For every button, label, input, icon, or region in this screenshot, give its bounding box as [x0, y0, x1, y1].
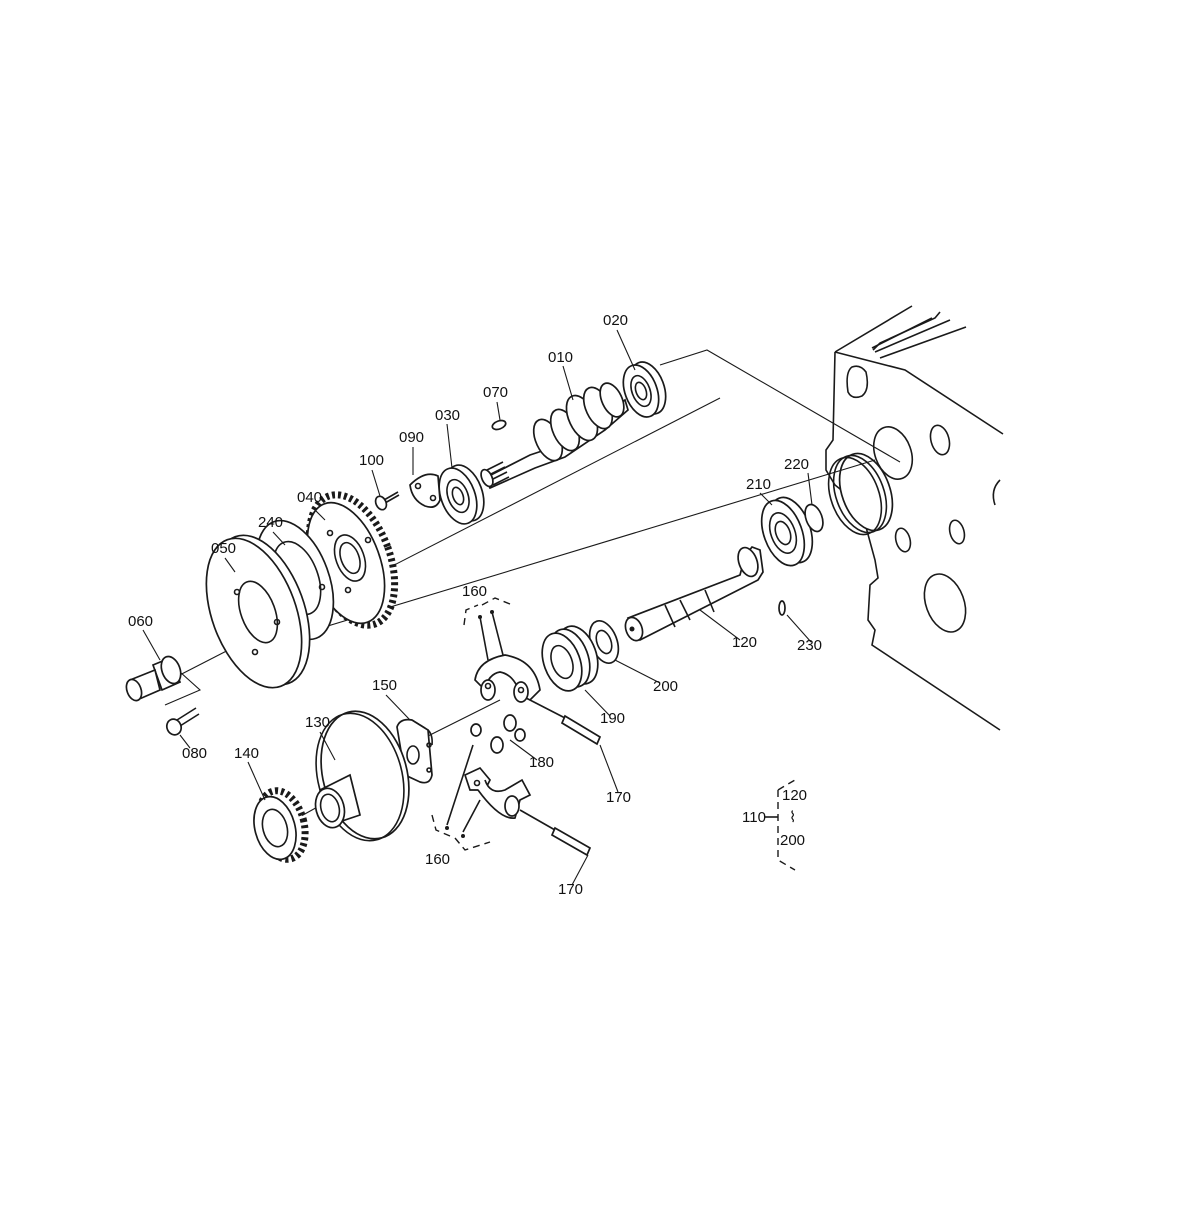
small-gear-140	[253, 787, 309, 863]
label-160-upper: 160	[462, 583, 487, 600]
camshaft-010	[480, 382, 629, 490]
label-170-lower: 170	[558, 881, 583, 898]
label-190: 190	[600, 710, 625, 727]
label-170-upper: 170	[606, 789, 631, 806]
engine-housing	[825, 305, 1004, 731]
label-110: 110	[742, 809, 766, 826]
housing-130	[314, 710, 410, 842]
bearing-030	[438, 464, 485, 525]
bolt-080	[165, 707, 200, 736]
shaft-120	[624, 545, 764, 642]
label-240: 240	[258, 514, 283, 531]
label-130: 130	[305, 714, 330, 731]
rollers-180	[470, 714, 526, 754]
governor-weight-lower	[445, 610, 532, 838]
label-060: 060	[128, 613, 153, 630]
label-110-start: 120	[782, 787, 807, 804]
snap-ring-220	[804, 503, 824, 533]
pins-170	[519, 699, 602, 857]
assembly-110-bracket	[765, 779, 796, 871]
label-110-end: 200	[780, 832, 805, 849]
fitting-060	[125, 655, 182, 702]
governor-weight-upper	[474, 611, 541, 703]
part-labels: 010 020 030 040 050 060 070 080 090 100 …	[128, 312, 822, 898]
label-140: 140	[234, 745, 259, 762]
bearing-210	[760, 496, 814, 567]
label-040: 040	[297, 489, 322, 506]
label-070: 070	[483, 384, 508, 401]
label-030: 030	[435, 407, 460, 424]
label-090: 090	[399, 429, 424, 446]
label-080: 080	[182, 745, 207, 762]
label-210: 210	[746, 476, 771, 493]
label-100: 100	[359, 452, 384, 469]
label-150: 150	[372, 677, 397, 694]
label-180: 180	[529, 754, 554, 771]
retainer-090	[409, 473, 441, 508]
label-110-sep: ⌇	[789, 809, 796, 826]
label-230: 230	[797, 637, 822, 654]
label-220: 220	[784, 456, 809, 473]
label-160-lower: 160	[425, 851, 450, 868]
screw-100	[374, 491, 400, 511]
sleeve-190	[541, 625, 599, 692]
cover-050	[205, 534, 311, 689]
label-050: 050	[211, 540, 236, 557]
key-070	[491, 419, 507, 431]
label-010: 010	[548, 349, 573, 366]
bearing-020	[622, 361, 667, 418]
set-screw-230	[778, 600, 786, 616]
label-leaders	[142, 329, 813, 886]
label-200: 200	[653, 678, 678, 695]
label-120: 120	[732, 634, 757, 651]
label-020: 020	[603, 312, 628, 329]
